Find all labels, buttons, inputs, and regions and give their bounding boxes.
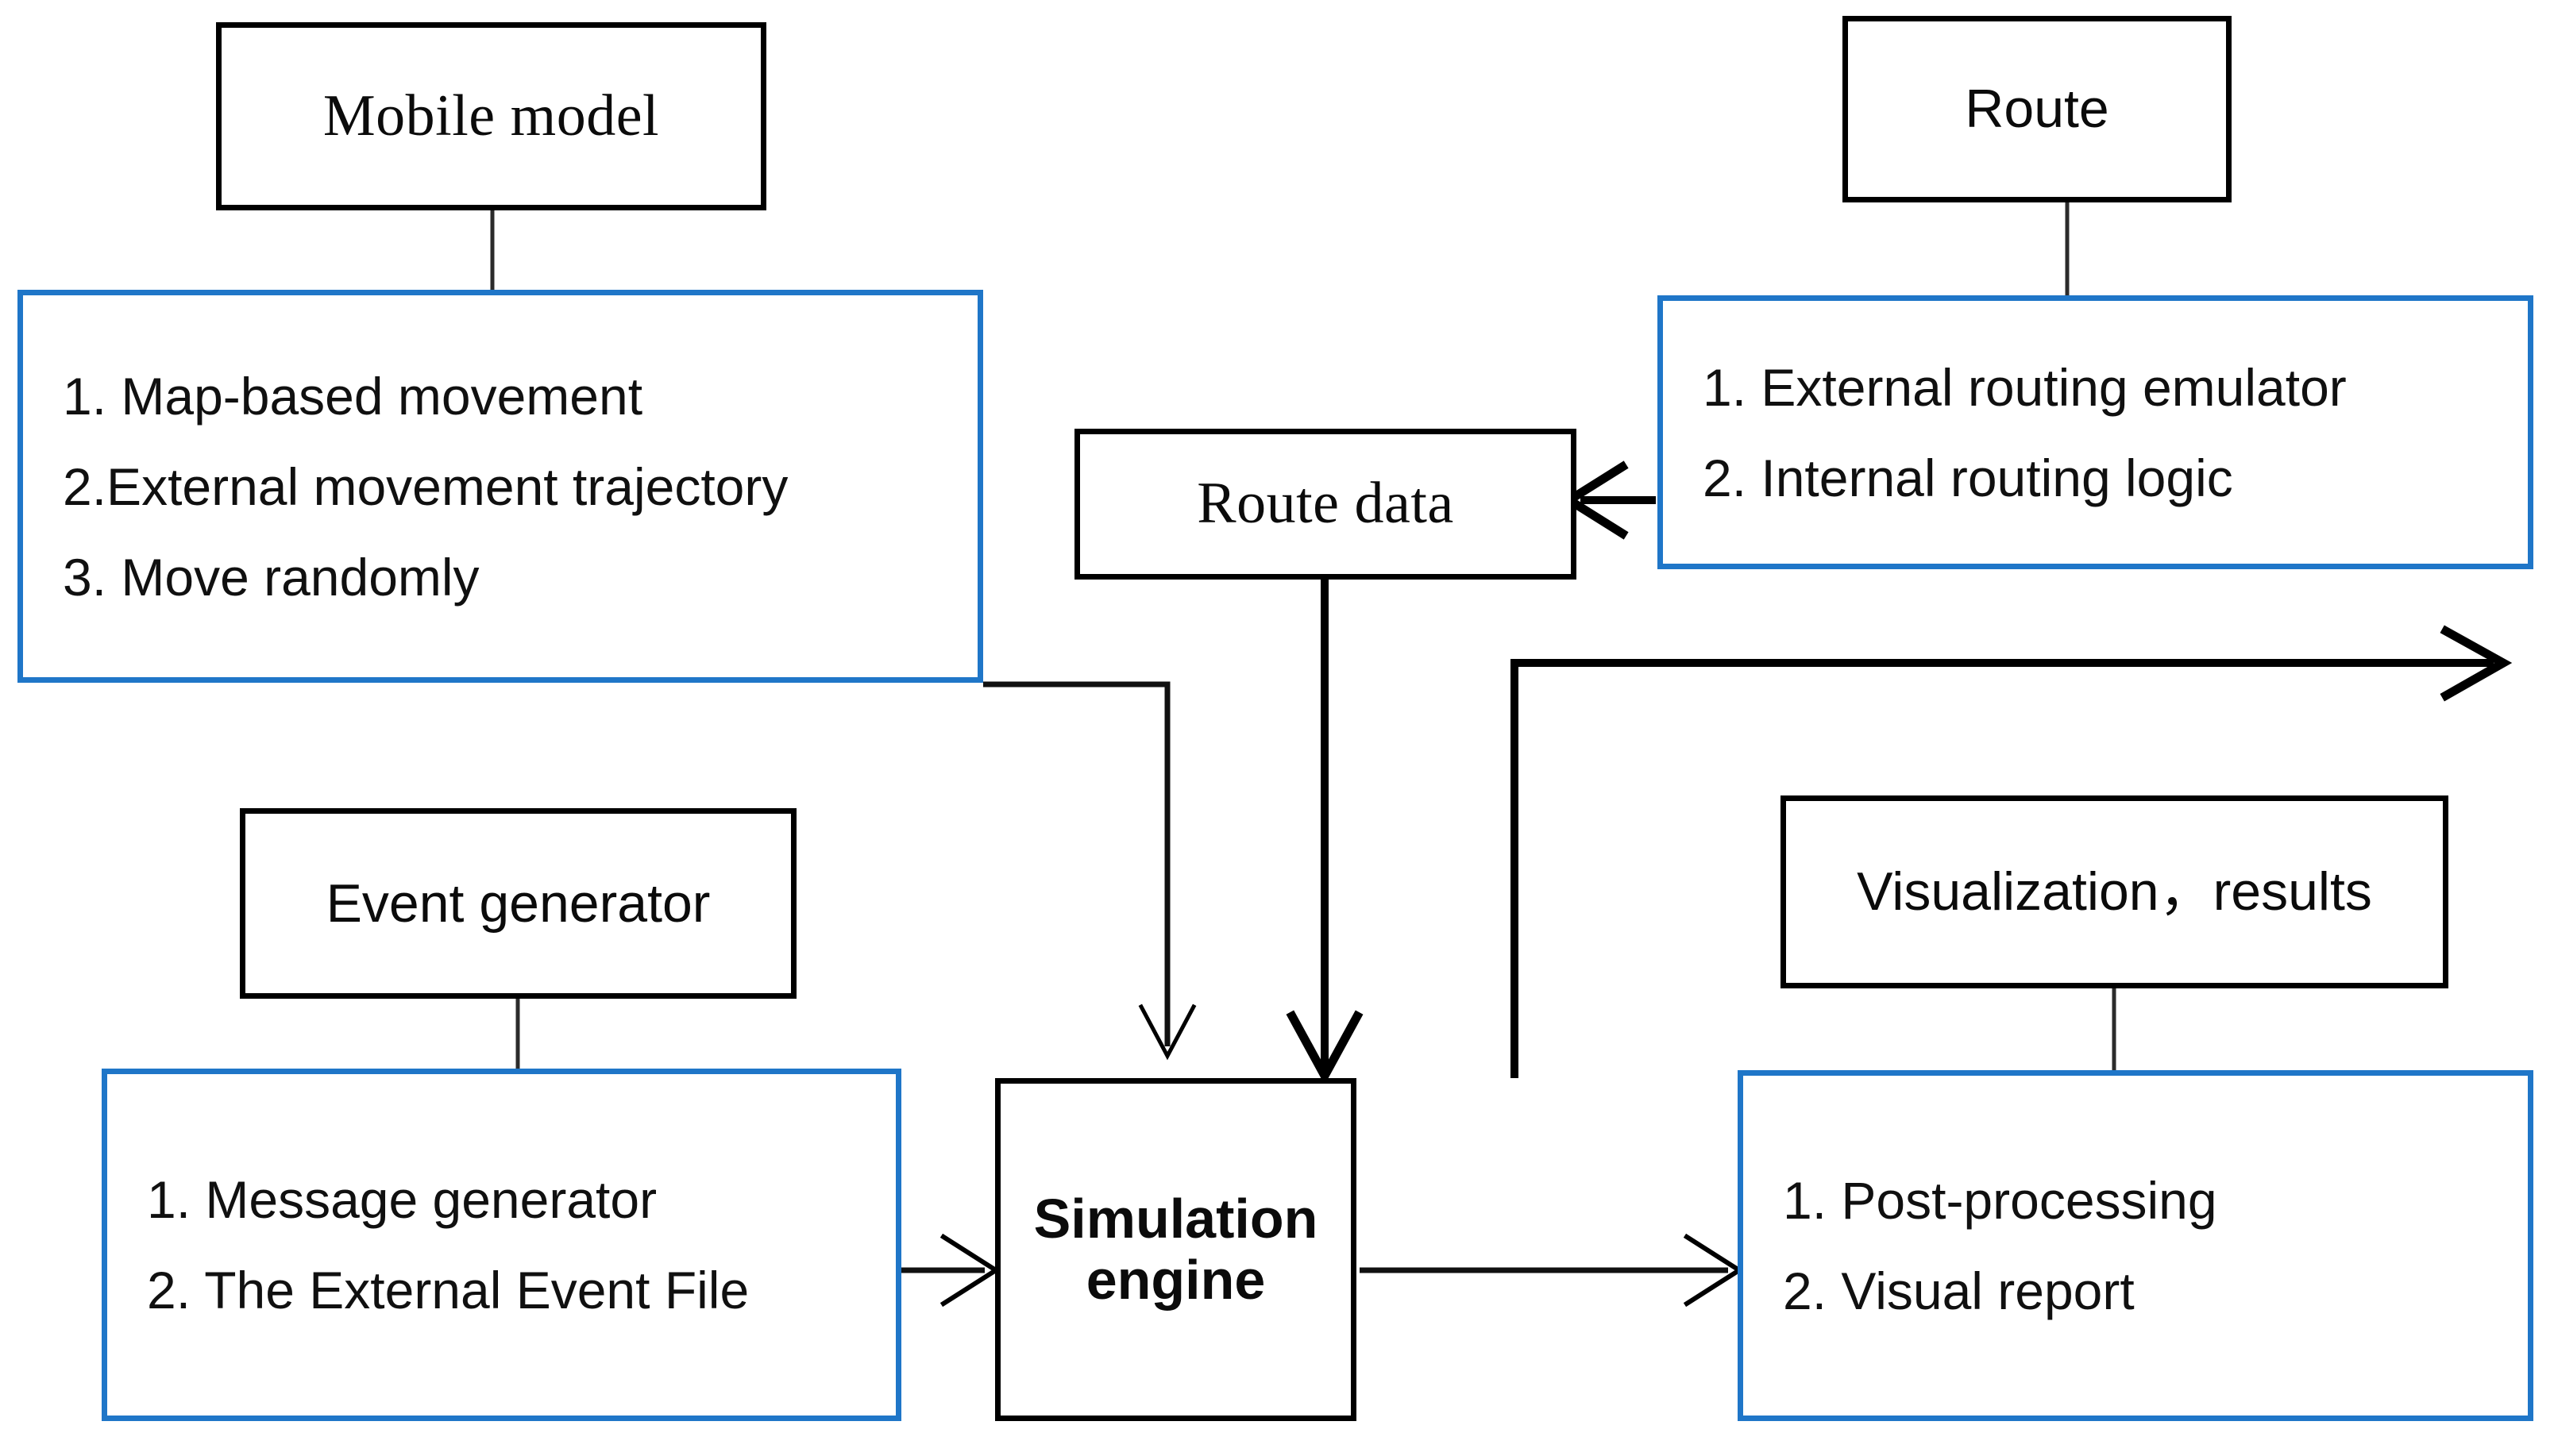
node-mobile-model[interactable]: Mobile model xyxy=(216,22,766,210)
list-item: 2.External movement trajectory xyxy=(63,456,789,516)
list-item: 2. Internal routing logic xyxy=(1703,448,2233,507)
list-item: 2. Visual report xyxy=(1783,1261,2135,1320)
route-detail-list: 1. External routing emulator 2. Internal… xyxy=(1703,361,2512,504)
arrowhead-mobility-to-simulation-engine xyxy=(1138,1003,1197,1061)
node-event-details[interactable]: 1. Message generator 2. The External Eve… xyxy=(102,1069,901,1421)
mobile-model-detail-list: 1. Map-based movement 2.External movemen… xyxy=(63,370,962,603)
node-route-data[interactable]: Route data xyxy=(1074,429,1576,580)
list-item: 1. Post-processing xyxy=(1783,1171,2217,1230)
node-visualization-details[interactable]: 1. Post-processing 2. Visual report xyxy=(1738,1070,2533,1421)
arrowhead-event-details-to-simulation-engine xyxy=(939,1233,1001,1308)
list-item: 1. Map-based movement xyxy=(63,366,643,426)
list-item: 1. External routing emulator xyxy=(1703,357,2347,417)
node-route[interactable]: Route xyxy=(1842,16,2232,202)
node-route-label: Route xyxy=(1965,79,2109,140)
arrowhead-simulation-engine-to-visualization xyxy=(1683,1233,1744,1308)
arrowhead-route-data-to-simulation-engine xyxy=(1286,1010,1364,1085)
node-visualization-results[interactable]: Visualization，results xyxy=(1780,795,2448,988)
event-detail-list: 1. Message generator 2. The External Eve… xyxy=(147,1173,880,1316)
node-simulation-engine[interactable]: Simulation engine xyxy=(995,1078,1356,1421)
node-visualization-results-label: Visualization，results xyxy=(1857,861,2372,923)
link-mobility-to-simulation-engine xyxy=(983,681,1171,1046)
node-route-data-label: Route data xyxy=(1197,471,1454,537)
list-item: 3. Move randomly xyxy=(63,547,480,607)
list-item: 1. Message generator xyxy=(147,1170,658,1229)
visualization-detail-list: 1. Post-processing 2. Visual report xyxy=(1783,1174,2512,1317)
arrowhead-routing-to-route-data xyxy=(1561,460,1629,540)
node-route-details[interactable]: 1. External routing emulator 2. Internal… xyxy=(1657,295,2533,569)
node-mobile-model-label: Mobile model xyxy=(322,83,660,148)
node-event-generator-label: Event generator xyxy=(326,872,711,934)
node-simulation-engine-label: Simulation engine xyxy=(1033,1188,1318,1311)
arrowhead-simulation-engine-to-routing xyxy=(2440,625,2513,702)
node-event-generator[interactable]: Event generator xyxy=(240,808,797,999)
node-mobile-model-details[interactable]: 1. Map-based movement 2.External movemen… xyxy=(17,290,983,683)
list-item: 2. The External Event File xyxy=(147,1261,750,1319)
